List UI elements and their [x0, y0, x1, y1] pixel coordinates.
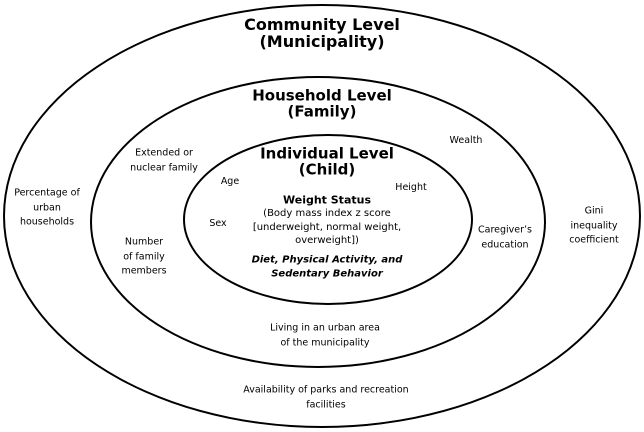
community-level-title: Community Level (Municipality)	[244, 16, 400, 50]
factor-wealth-label: Wealth	[449, 134, 483, 146]
factor-caregiver-education-label: Caregiver’s education	[477, 224, 533, 251]
weight-status-detail: (Body mass index z score [underweight, n…	[252, 207, 402, 246]
community-level-ellipse	[3, 4, 641, 428]
factor-sex-label: Sex	[209, 217, 227, 229]
individual-level-title: Individual Level (Child)	[260, 144, 394, 178]
weight-status-title: Weight Status	[282, 193, 372, 207]
factor-urban-households-label: Percentage of urban households	[14, 187, 80, 228]
individual-level-name: Individual Level	[260, 144, 394, 163]
behaviors-label: Diet, Physical Activity, and Sedentary B…	[251, 254, 403, 280]
community-level-name: Community Level	[244, 15, 400, 34]
factor-extended-nuclear-family-label: Extended or nuclear family	[130, 147, 198, 174]
household-level-ellipse	[90, 76, 546, 368]
factor-gini-coefficient-label: Gini inequality coefficient	[569, 205, 619, 246]
community-level-qualifier: (Municipality)	[259, 32, 385, 51]
factor-family-members-label: Number of family members	[121, 236, 167, 277]
factor-height-label: Height	[395, 181, 427, 193]
individual-level-ellipse	[183, 134, 473, 305]
household-level-qualifier: (Family)	[287, 102, 357, 120]
household-level-name: Household Level	[252, 86, 392, 105]
factor-urban-area-living-label: Living in an urban area of the municipal…	[270, 322, 380, 349]
individual-level-qualifier: (Child)	[298, 160, 356, 178]
factor-age-label: Age	[220, 175, 240, 187]
household-level-title: Household Level (Family)	[252, 86, 392, 120]
factor-parks-recreation-label: Availability of parks and recreation fac…	[243, 384, 409, 411]
